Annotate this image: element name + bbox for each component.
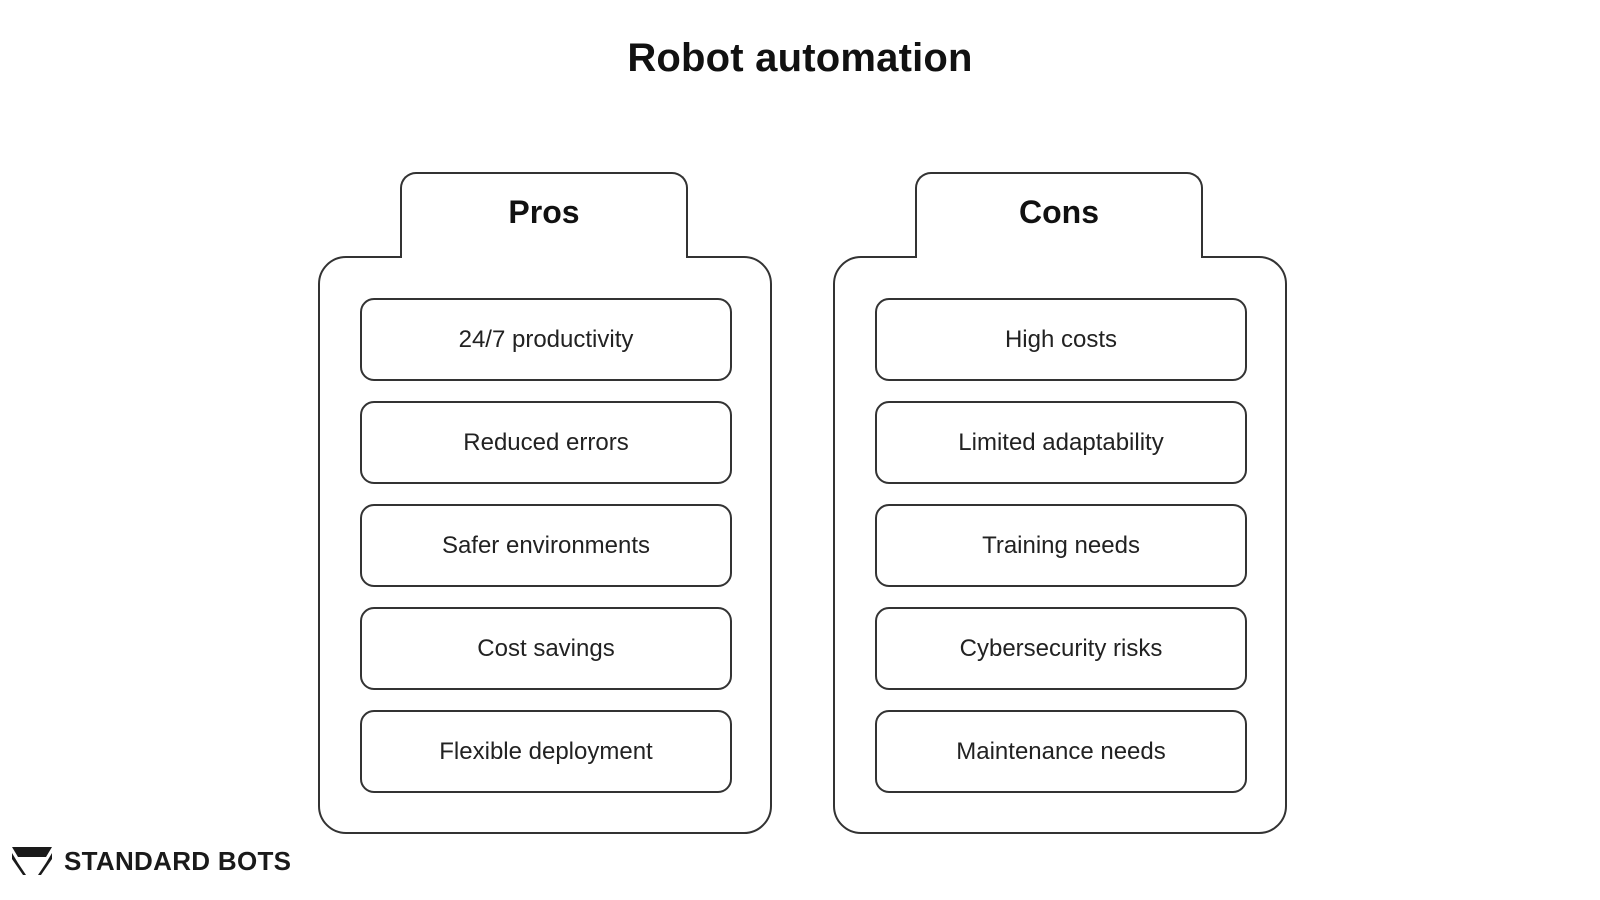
pros-panel: 24/7 productivity Reduced errors Safer e… (318, 256, 772, 834)
page-title: Robot automation (627, 36, 973, 80)
pros-item: Reduced errors (360, 401, 732, 484)
cons-item: High costs (875, 298, 1247, 381)
cons-header: Cons (915, 172, 1203, 258)
pros-item: Flexible deployment (360, 710, 732, 793)
cons-panel: High costs Limited adaptability Training… (833, 256, 1287, 834)
cons-item: Cybersecurity risks (875, 607, 1247, 690)
standard-bots-logo-icon (12, 847, 52, 875)
cons-item: Training needs (875, 504, 1247, 587)
pros-header: Pros (400, 172, 688, 258)
cons-list: High costs Limited adaptability Training… (875, 298, 1247, 793)
pros-column: Pros 24/7 productivity Reduced errors Sa… (318, 172, 772, 834)
pros-item: Safer environments (360, 504, 732, 587)
cons-item: Limited adaptability (875, 401, 1247, 484)
cons-item: Maintenance needs (875, 710, 1247, 793)
pros-item: 24/7 productivity (360, 298, 732, 381)
brand-logo: STANDARD BOTS (10, 844, 291, 878)
brand-logo-text: STANDARD BOTS (64, 845, 292, 876)
pros-list: 24/7 productivity Reduced errors Safer e… (360, 298, 732, 793)
cons-column: Cons High costs Limited adaptability Tra… (833, 172, 1287, 834)
pros-item: Cost savings (360, 607, 732, 690)
